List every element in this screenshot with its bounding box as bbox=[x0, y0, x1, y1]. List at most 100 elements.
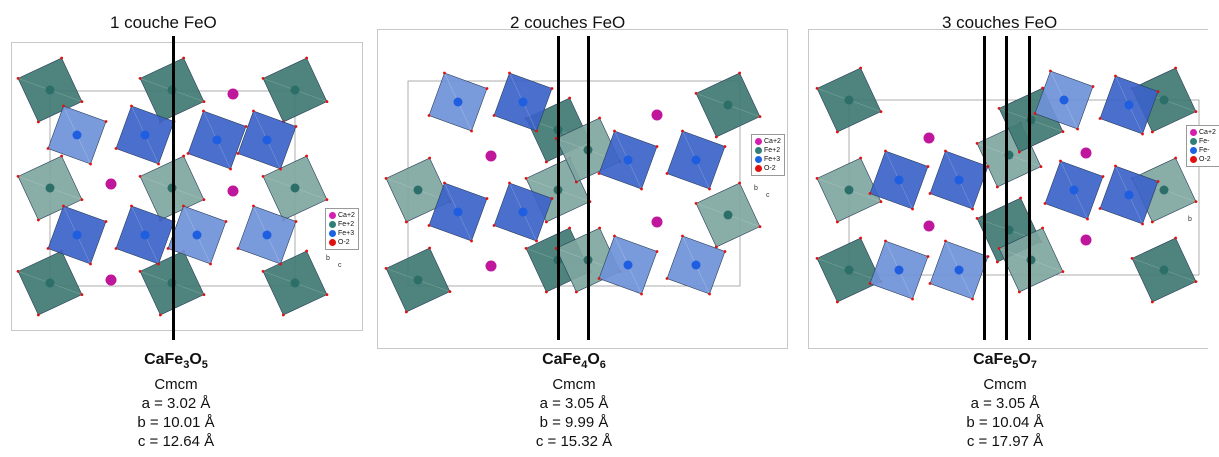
o-atom bbox=[655, 250, 659, 253]
ca-atom bbox=[485, 150, 497, 162]
axis-b-label: b bbox=[326, 255, 330, 262]
ca-atom bbox=[227, 88, 239, 100]
o-atom bbox=[1076, 127, 1079, 131]
o-atom bbox=[708, 187, 711, 191]
panel-2-param-b: b = 9.99 Å bbox=[539, 414, 609, 432]
fe-atom bbox=[894, 265, 904, 275]
o-atom bbox=[1150, 130, 1154, 134]
o-atom bbox=[60, 56, 64, 60]
o-atom bbox=[613, 129, 616, 133]
o-atom bbox=[1174, 156, 1178, 160]
legend-item: Fe- bbox=[1190, 137, 1216, 146]
o-atom bbox=[681, 234, 684, 238]
panel-3-title: 3 couches FeO bbox=[942, 13, 1058, 32]
o-atom bbox=[975, 216, 979, 220]
o-atom bbox=[202, 100, 206, 104]
panel-3-legend: Ca+2 Fe- Fe- O-2 bbox=[1186, 125, 1219, 167]
o-atom bbox=[404, 220, 408, 224]
fe-atom bbox=[72, 130, 82, 140]
ca-atom bbox=[1080, 147, 1092, 159]
o-atom bbox=[182, 154, 186, 158]
legend-item: Fe+2 bbox=[329, 220, 355, 229]
fe-atom bbox=[723, 100, 733, 110]
axis-b-label: b bbox=[1188, 216, 1192, 223]
fe-atom bbox=[72, 230, 82, 240]
o-atom bbox=[550, 197, 554, 200]
o-atom bbox=[305, 249, 309, 253]
o-atom bbox=[758, 225, 762, 229]
o-atom bbox=[16, 269, 20, 273]
legend-item: O-2 bbox=[1190, 155, 1216, 164]
panel-3-param-c: c = 17.97 Å bbox=[966, 433, 1044, 451]
fe-atom bbox=[691, 260, 701, 270]
o-atom bbox=[236, 152, 240, 155]
o-atom bbox=[16, 174, 20, 178]
o-atom bbox=[859, 156, 863, 160]
o-atom bbox=[485, 197, 489, 200]
o-atom bbox=[944, 149, 947, 153]
panel-2-crystal-structure bbox=[384, 71, 762, 314]
o-atom bbox=[428, 156, 432, 160]
fe-atom bbox=[954, 175, 964, 185]
o-atom bbox=[281, 313, 285, 317]
o-atom bbox=[665, 172, 669, 175]
o-atom bbox=[1086, 217, 1089, 221]
o-atom bbox=[971, 297, 974, 301]
o-atom bbox=[104, 220, 108, 223]
fe-atom bbox=[1159, 185, 1169, 195]
legend-item: Fe- bbox=[1190, 146, 1216, 155]
legend-label: Fe+2 bbox=[764, 147, 781, 154]
o-atom bbox=[1019, 196, 1023, 200]
legend-item: O-2 bbox=[329, 238, 355, 247]
o-atom bbox=[868, 192, 872, 195]
o-atom bbox=[815, 256, 819, 260]
panel-3-info: CaFe5O7 Cmcm a = 3.05 Å b = 10.04 Å c = … bbox=[940, 350, 1070, 451]
o-atom bbox=[1194, 200, 1198, 204]
o-atom bbox=[89, 162, 92, 166]
fe-atom bbox=[453, 97, 463, 107]
o-atom bbox=[158, 313, 162, 317]
o-atom bbox=[1150, 220, 1154, 224]
panel-3-layer-line-2 bbox=[1005, 36, 1008, 340]
fe-atom bbox=[413, 275, 423, 285]
legend-label: Fe+3 bbox=[338, 230, 355, 237]
fe-atom bbox=[623, 155, 633, 165]
o-atom bbox=[879, 200, 883, 204]
o-atom bbox=[1091, 85, 1095, 88]
panel-3-formula: CaFe5O7 bbox=[973, 351, 1037, 372]
panel-2-formula: CaFe4O6 bbox=[542, 351, 606, 372]
o-atom bbox=[613, 234, 616, 238]
fe3-atom-icon bbox=[755, 156, 762, 163]
o-atom bbox=[224, 220, 228, 223]
o-atom bbox=[448, 290, 452, 294]
o-atom bbox=[535, 129, 538, 133]
o-atom bbox=[1114, 74, 1117, 78]
o-atom bbox=[157, 162, 160, 166]
o-atom bbox=[997, 106, 1001, 110]
panel-1-formula: CaFe3O5 bbox=[144, 351, 208, 372]
legend-item: Ca+2 bbox=[329, 211, 355, 220]
o-atom bbox=[524, 176, 528, 180]
o-atom bbox=[1059, 159, 1062, 163]
panel-2-layer-line-1 bbox=[557, 36, 560, 340]
o-atom bbox=[758, 115, 762, 119]
o-atom bbox=[384, 176, 388, 180]
panel-2-title: 2 couches FeO bbox=[510, 13, 626, 32]
o-atom bbox=[1017, 290, 1021, 294]
legend-item: Fe+2 bbox=[755, 146, 781, 155]
o-atom bbox=[714, 135, 718, 139]
o-atom bbox=[859, 236, 863, 240]
ca-atom-icon bbox=[329, 212, 336, 219]
o-atom bbox=[186, 152, 190, 155]
fe-atom bbox=[691, 155, 701, 165]
ca-atom bbox=[105, 274, 117, 286]
o-atom bbox=[1039, 165, 1043, 169]
ca-atom bbox=[227, 185, 239, 197]
panel-1-title: 1 couche FeO bbox=[110, 13, 217, 32]
o-atom bbox=[138, 174, 142, 178]
fe-atom bbox=[290, 183, 300, 193]
o-atom bbox=[305, 56, 309, 60]
o-atom bbox=[884, 149, 887, 153]
o-atom bbox=[166, 247, 170, 250]
o-atom bbox=[1174, 236, 1178, 240]
